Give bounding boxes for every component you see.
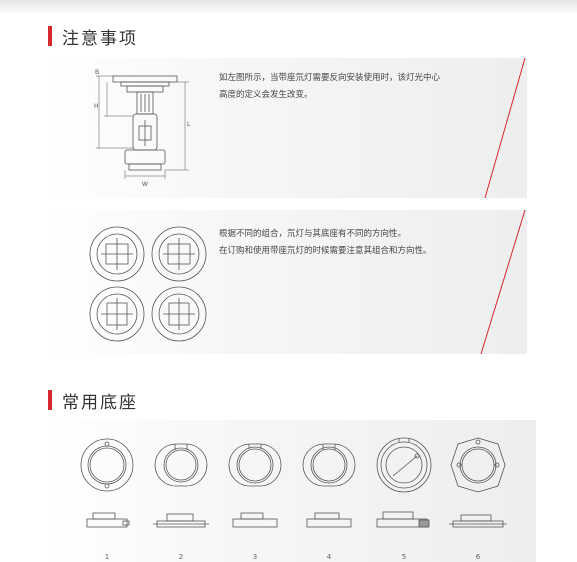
base-3-side-view xyxy=(232,512,278,528)
base-5-side-view xyxy=(376,511,430,528)
base-5-top-view xyxy=(376,437,432,493)
title-accent-bar xyxy=(48,390,52,410)
dim-l-label: L xyxy=(187,121,191,128)
note-panel-reverse-mount: B H L W 如左图所示，当带座氘灯需要反向安装使用时，该灯光中心 高度的定义… xyxy=(47,58,527,198)
note-line: 如左图所示，当带座氘灯需要反向安装使用时，该灯光中心 xyxy=(219,73,441,83)
red-accent-line xyxy=(484,58,526,198)
common-bases-panel: 1 2 3 4 5 6 xyxy=(47,420,536,562)
section-title-bases: 常用底座 xyxy=(48,388,138,413)
base-label-3: 3 xyxy=(252,553,258,561)
base-1-side-view xyxy=(86,512,130,528)
note-line: 在订购和使用带座氘灯的时候需要注意其组合和方向性。 xyxy=(219,246,432,256)
orientation-combinations-drawing xyxy=(89,226,207,342)
base-6-side-view xyxy=(449,514,507,528)
note-text-orientation: 根据不同的组合，氘灯与其底座有不同的方向性。 在订购和使用带座氘灯的时候需要注意… xyxy=(219,226,432,260)
base-2-top-view xyxy=(154,443,208,487)
section-title-text: 注意事项 xyxy=(62,28,138,49)
base-label-6: 6 xyxy=(475,553,481,561)
base-6-top-view xyxy=(450,437,506,493)
base-1-top-view xyxy=(80,438,134,492)
lamp-dimension-drawing: B H L W xyxy=(94,69,191,188)
base-label-1: 1 xyxy=(104,553,110,561)
note-text-reverse-mount: 如左图所示，当带座氘灯需要反向安装使用时，该灯光中心 高度的定义会发生改变。 xyxy=(219,70,440,104)
base-4-top-view xyxy=(302,443,356,487)
top-shadow xyxy=(0,0,577,14)
note-line: 根据不同的组合，氘灯与其底座有不同的方向性。 xyxy=(219,229,407,239)
base-label-2: 2 xyxy=(178,553,184,561)
title-accent-bar xyxy=(48,26,52,46)
dim-w-label: W xyxy=(142,181,148,188)
note-panel-orientation: 根据不同的组合，氘灯与其底座有不同的方向性。 在订购和使用带座氘灯的时候需要注意… xyxy=(47,210,527,354)
note-line: 高度的定义会发生改变。 xyxy=(219,90,313,100)
dim-b-label: B xyxy=(95,69,99,76)
base-label-5: 5 xyxy=(401,553,407,561)
base-label-4: 4 xyxy=(326,553,332,561)
base-3-top-view xyxy=(228,443,282,487)
base-4-side-view xyxy=(306,512,352,528)
red-accent-line xyxy=(480,210,526,354)
dim-h-label: H xyxy=(94,103,99,110)
base-2-side-view xyxy=(153,513,209,528)
section-title-text: 常用底座 xyxy=(62,392,138,413)
bases-drawing xyxy=(80,437,507,528)
section-title-notes: 注意事项 xyxy=(48,24,138,49)
